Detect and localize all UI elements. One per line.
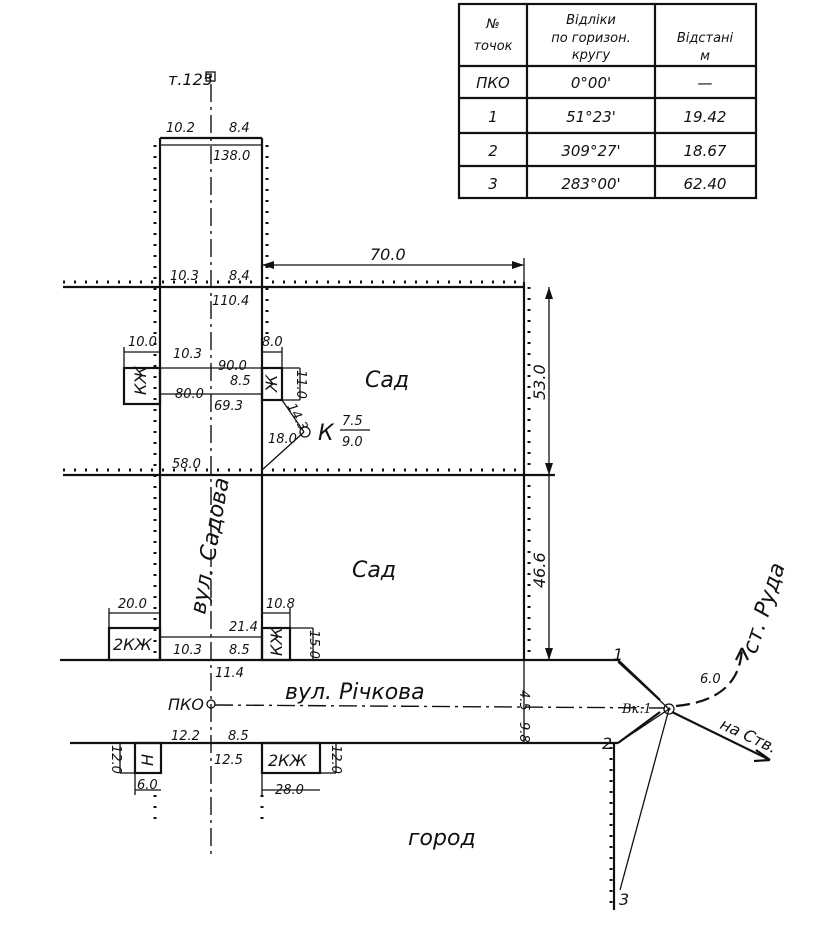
dim-90: 90.0 bbox=[218, 359, 247, 374]
building-kzh-label: КЖ bbox=[267, 627, 286, 656]
vk1-label: Вк.1 bbox=[621, 702, 652, 717]
dim-70: 70.0 bbox=[262, 245, 525, 282]
well-k-label: К bbox=[318, 421, 335, 446]
dim-4-5: 4.5 bbox=[516, 690, 531, 711]
sadova-axis: т.125 bbox=[168, 70, 216, 855]
dim-28: 28.0 bbox=[275, 783, 304, 798]
city-label: город bbox=[408, 826, 476, 851]
table-header-points: точок bbox=[473, 39, 512, 54]
table-cell-point: 3 bbox=[488, 175, 498, 193]
dim-8-5: 8.5 bbox=[228, 729, 249, 744]
table-cell-distance: 62.40 bbox=[684, 175, 727, 193]
well-k-bottom: 9.0 bbox=[342, 435, 363, 450]
point-3-label: 3 bbox=[619, 890, 629, 909]
dim-8-5: 8.5 bbox=[229, 643, 250, 658]
table-header-distances: Відстані bbox=[677, 31, 734, 46]
dim-12-0: 12.0 bbox=[108, 745, 123, 774]
dim-53-label: 53.0 bbox=[530, 364, 549, 400]
table-header-num: № bbox=[485, 17, 500, 32]
pk0-label: ПКО bbox=[168, 695, 204, 714]
table-header-horizontal: по горизон. bbox=[551, 31, 631, 46]
table-header-readings: Відліки bbox=[566, 13, 616, 28]
table-cell-point: 2 bbox=[488, 142, 498, 160]
block-lines bbox=[63, 280, 555, 660]
building-2kzh-lower-right: 2КЖ 28.0 12.0 bbox=[260, 741, 343, 798]
table-header-circle: кругу bbox=[572, 48, 611, 63]
table-cell-distance: 19.42 bbox=[684, 108, 727, 126]
building-kzh-label: КЖ bbox=[131, 366, 150, 395]
garden-lower-label: Сад bbox=[352, 558, 396, 583]
table-cell-reading: 0°00' bbox=[571, 74, 611, 92]
dim-8-4: 8.4 bbox=[229, 121, 250, 136]
building-kzh-lower-right: КЖ 10.8 15.0 bbox=[260, 597, 321, 662]
table-cell-point: 1 bbox=[488, 108, 498, 126]
dim-18-0: 18.0 bbox=[268, 432, 297, 447]
building-2kzh-label: 2КЖ bbox=[113, 635, 153, 654]
table-cell-reading: 51°23' bbox=[566, 108, 616, 126]
dim-9-8: 9.8 bbox=[516, 722, 531, 743]
dim-10-2: 10.2 bbox=[166, 121, 195, 136]
table-cell-distance: — bbox=[698, 74, 713, 92]
dim-11-4: 11.4 bbox=[215, 666, 244, 681]
dim-8-5: 8.5 bbox=[230, 374, 251, 389]
point-1-label: 1 bbox=[613, 645, 623, 664]
dim-10-3: 10.3 bbox=[173, 347, 202, 362]
dim-10-0: 10.0 bbox=[128, 335, 157, 350]
point-t125-label: т.125 bbox=[168, 70, 213, 89]
dim-11-0: 11.0 bbox=[293, 370, 308, 399]
dim-15: 15.0 bbox=[306, 630, 321, 659]
point-2-label: 2 bbox=[602, 734, 612, 753]
dim-70-label: 70.0 bbox=[370, 245, 406, 264]
street-sadova-label: вул. Садова bbox=[186, 476, 235, 616]
vk1-well: Вк.1 6.0 bbox=[617, 647, 771, 891]
dim-12-0: 12.0 bbox=[328, 745, 343, 774]
readings-table: № точок Відліки по горизон. кругу Відста… bbox=[457, 2, 758, 200]
building-kzh-upper: КЖ 10.0 bbox=[122, 335, 162, 406]
dim-58: 58.0 bbox=[172, 457, 201, 472]
dim-21-4: 21.4 bbox=[229, 620, 258, 635]
table-cell-point: ПКО bbox=[476, 74, 510, 92]
building-n-label: Н bbox=[138, 754, 157, 766]
dim-138: 138.0 bbox=[213, 149, 250, 164]
dim-12-5: 12.5 bbox=[214, 753, 243, 768]
dim-110-4: 110.4 bbox=[212, 294, 249, 309]
dim-10-3: 10.3 bbox=[173, 643, 202, 658]
dim-46-6-label: 46.6 bbox=[530, 552, 549, 588]
dim-14-3: 14.3 bbox=[283, 401, 310, 434]
dim-8-0: 8.0 bbox=[262, 335, 283, 350]
building-2kzh-lower-left: 2КЖ 20.0 bbox=[107, 597, 162, 662]
dim-12-2: 12.2 bbox=[171, 729, 200, 744]
building-zh-label: Ж bbox=[262, 374, 281, 393]
dim-53: 53.0 bbox=[530, 287, 553, 475]
building-zh-upper: Ж 8.0 11.0 bbox=[260, 335, 308, 402]
table-cell-distance: 18.67 bbox=[684, 142, 727, 160]
dim-46-6: 46.6 bbox=[530, 475, 553, 660]
dim-10-8: 10.8 bbox=[266, 597, 295, 612]
garden-upper-label: Сад bbox=[365, 368, 409, 393]
building-n: Н 12.0 6.0 bbox=[108, 741, 163, 795]
st-ruda-label: ст. Руда bbox=[738, 560, 791, 657]
table-cell-reading: 283°00' bbox=[561, 175, 620, 193]
street-richkova-label: вул. Річкова bbox=[285, 680, 425, 705]
dim-6-0: 6.0 bbox=[137, 778, 158, 793]
table-cell-reading: 309°27' bbox=[561, 142, 620, 160]
dim-69-3: 69.3 bbox=[214, 399, 243, 414]
dim-6-0-pipe: 6.0 bbox=[700, 672, 721, 687]
building-2kzh-label: 2КЖ bbox=[268, 751, 308, 770]
dim-20: 20.0 bbox=[118, 597, 147, 612]
well-k-top: 7.5 bbox=[342, 414, 363, 429]
dim-10-3: 10.3 bbox=[170, 269, 199, 284]
well-k: 14.3 18.0 К 7.5 9.0 bbox=[261, 399, 370, 471]
pk0-point: ПКО bbox=[168, 695, 216, 714]
table-header-meters: м bbox=[700, 49, 710, 64]
dim-8-4: 8.4 bbox=[229, 269, 250, 284]
